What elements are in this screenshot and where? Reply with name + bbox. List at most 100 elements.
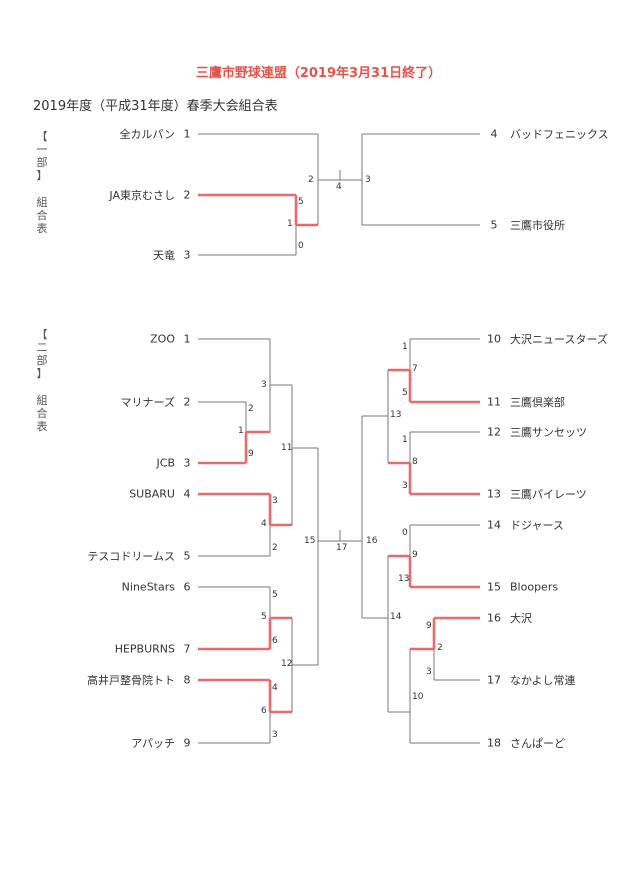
team-number: 1 [183,332,191,346]
team-number: 3 [183,248,191,262]
team-number: 12 [487,425,501,439]
score: 3 [365,175,371,185]
team-name: SUBARU [129,487,175,501]
team-name: 三鷹サンセッツ [510,426,587,439]
score: 14 [390,612,402,622]
team-name: 三鷹倶楽部 [510,396,565,409]
score: 8 [412,457,418,467]
score: 6 [272,636,278,646]
score: 5 [272,590,278,600]
team-name: 大沢 [510,612,532,625]
team-number: 7 [183,642,191,656]
page-title: 2019年度（平成31年度）春季大会組合表 [33,99,278,114]
division1-label-char: 部 [36,156,48,169]
division1-label-char: 【 [36,130,48,143]
division2-label-char: 部 [36,354,48,367]
team-number: 16 [487,611,501,625]
score: 1 [238,426,244,436]
team-number: 6 [183,580,191,594]
score: 17 [336,543,348,553]
score: 1 [402,342,408,352]
team-name: なかよし常連 [510,674,576,687]
score: 9 [248,449,254,459]
team-number: 8 [183,673,191,687]
division1-label-char: 表 [36,222,48,235]
team-name: Bloopers [510,580,559,594]
score: 0 [402,528,408,538]
score: 5 [402,388,408,398]
team-name: バッドフェニックス [510,128,609,141]
division1-label-char: 組 [36,196,48,209]
team-name: JCB [156,456,175,470]
division2-label-char: 組 [36,394,48,407]
score: 12 [281,659,293,669]
score: 3 [272,496,278,506]
federation-header: 三鷹市野球連盟（2019年3月31日終了） [195,66,442,81]
division2-label-char: 表 [36,420,48,433]
score: 7 [412,364,418,374]
score: 11 [281,443,293,453]
team-name: 三鷹パイレーツ [510,488,587,501]
score: 1 [402,435,408,445]
team-name: 天竜 [153,249,175,262]
team-number: 5 [183,549,191,563]
team-name: ZOO [150,332,175,346]
score: 2 [437,643,443,653]
team-number: 14 [487,518,501,532]
team-number: 17 [487,673,501,687]
team-name: ドジャース [510,519,564,532]
team-name: JA東京むさし [109,189,175,202]
team-name: さんぱーど [510,737,565,750]
division2-label-char: 】 [36,367,48,380]
team-number: 2 [183,188,191,202]
team-number: 18 [487,736,501,750]
score: 13 [398,574,410,584]
team-name: テスコドリームス [87,550,175,563]
score: 10 [412,692,424,702]
score: 9 [412,550,418,560]
team-number: 11 [487,395,501,409]
team-number: 9 [183,736,191,750]
team-number: 1 [183,127,191,141]
score: 5 [298,197,304,207]
division2-label-char: 【 [36,328,48,341]
score: 2 [248,404,254,414]
team-number: 10 [487,332,501,346]
score: 4 [336,182,342,192]
team-number: 15 [487,580,501,594]
score: 9 [426,621,432,631]
score: 5 [261,612,267,622]
team-name: 全カルパン [119,128,175,141]
score: 3 [272,730,278,740]
score: 1 [287,219,293,229]
team-name: マリナーズ [120,396,175,409]
team-number: 4 [183,487,191,501]
team-name: アパッチ [131,737,175,750]
score: 4 [261,519,267,529]
team-number: 13 [487,487,501,501]
score: 13 [390,410,402,420]
team-name: 大沢ニュースターズ [510,333,608,346]
division1-label-char: 一 [36,143,48,156]
score: 3 [402,481,408,491]
division1-label-char: 合 [36,209,48,222]
score: 4 [272,683,278,693]
team-name: 高井戸整骨院トト [87,674,175,687]
division2-label: 【 二 部 】 組 合 表 [33,328,51,433]
score: 15 [304,536,316,546]
team-name: 三鷹市役所 [510,219,565,232]
division1-label: 【 一 部 】 組 合 表 [33,130,51,235]
score: 3 [261,380,267,390]
division2-label-char: 二 [36,341,48,354]
team-number: 4 [490,127,498,141]
team-number: 2 [183,395,191,409]
team-number: 5 [490,218,498,232]
team-name: NineStars [121,580,175,594]
score: 2 [308,175,314,185]
score: 6 [261,706,267,716]
score: 3 [426,667,432,677]
score: 16 [366,536,378,546]
score: 2 [272,543,278,553]
team-number: 3 [183,456,191,470]
